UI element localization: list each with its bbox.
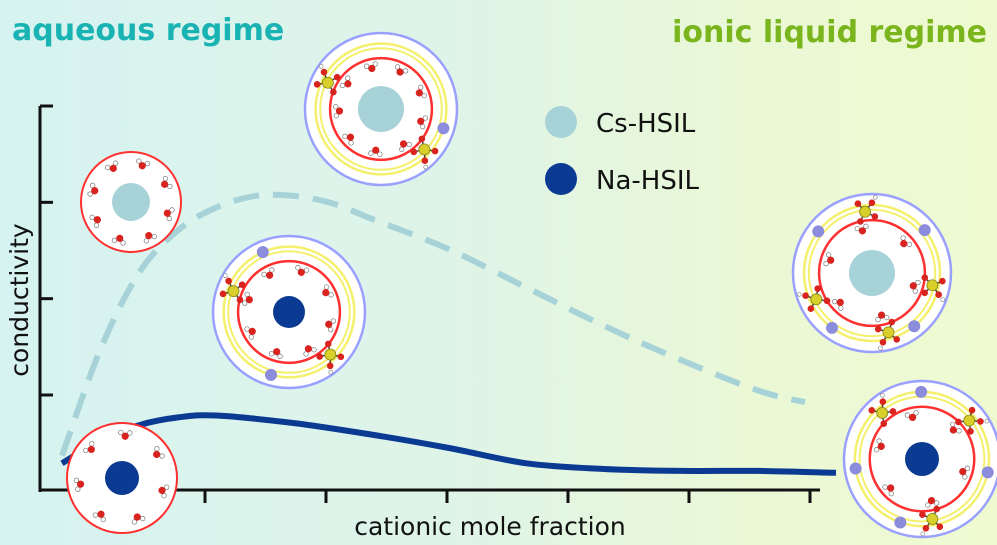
water-molecule-icon bbox=[399, 140, 412, 152]
y-axis-label: conductivity bbox=[5, 223, 34, 377]
water-molecule-icon bbox=[244, 326, 256, 340]
curves bbox=[59, 191, 837, 476]
anion-molecule-icon bbox=[316, 340, 345, 375]
counter-cation-icon bbox=[437, 122, 450, 135]
water-molecule-icon bbox=[89, 214, 101, 228]
water-molecule-icon bbox=[339, 75, 352, 89]
water-molecule-icon bbox=[322, 284, 334, 298]
water-molecule-icon bbox=[368, 146, 383, 157]
legend-label-cs-hsil: Cs-HSIL bbox=[596, 109, 696, 139]
water-molecule-icon bbox=[242, 291, 253, 306]
counter-cation-icon bbox=[981, 466, 994, 479]
anion-molecule-icon bbox=[874, 318, 901, 351]
water-molecule-icon bbox=[904, 410, 919, 421]
water-molecule-icon bbox=[831, 298, 844, 311]
counter-cation-icon bbox=[915, 385, 928, 398]
counter-cation-icon bbox=[812, 225, 825, 238]
cs-ion-icon bbox=[849, 250, 895, 296]
counter-cation-icon bbox=[894, 516, 907, 529]
anion-molecule-icon bbox=[868, 392, 897, 427]
water-molecule-icon bbox=[161, 176, 173, 190]
counter-cation-icon bbox=[908, 320, 921, 333]
counter-cation-icon bbox=[849, 462, 862, 475]
water-molecule-icon bbox=[111, 234, 126, 246]
water-molecule-icon bbox=[143, 232, 157, 244]
series-line-na-hsil bbox=[60, 412, 837, 476]
legend-swatch-na-hsil bbox=[545, 163, 577, 195]
counter-cation-icon bbox=[918, 224, 931, 237]
water-molecule-icon bbox=[882, 484, 895, 497]
anion-molecule-icon bbox=[797, 285, 831, 312]
water-molecule-icon bbox=[949, 421, 962, 434]
solvation-icons bbox=[66, 31, 997, 539]
water-molecule-icon bbox=[87, 182, 99, 197]
water-molecule-icon bbox=[73, 477, 85, 492]
water-molecule-icon bbox=[909, 279, 921, 294]
cs-ionic-liquid-cluster-icon bbox=[791, 192, 953, 354]
water-molecule-icon bbox=[325, 318, 337, 333]
water-molecule-icon bbox=[131, 513, 146, 525]
na-ion-icon bbox=[273, 296, 305, 328]
anion-molecule-icon bbox=[921, 274, 946, 302]
anion-molecule-icon bbox=[955, 406, 990, 435]
x-axis-label: cationic mole fraction bbox=[354, 512, 626, 541]
water-molecule-icon bbox=[136, 158, 151, 170]
water-molecule-icon bbox=[105, 160, 119, 172]
anion-molecule-icon bbox=[854, 194, 879, 225]
water-molecule-icon bbox=[394, 64, 409, 76]
cs-intermediate-cluster-icon bbox=[303, 31, 459, 187]
na-intermediate-cluster-icon bbox=[211, 234, 367, 390]
water-molecule-icon bbox=[417, 115, 429, 130]
legend-label-na-hsil: Na-HSIL bbox=[596, 166, 699, 196]
water-molecule-icon bbox=[415, 84, 428, 99]
water-molecule-icon bbox=[823, 252, 835, 267]
water-molecule-icon bbox=[875, 311, 890, 323]
water-molecule-icon bbox=[295, 265, 310, 276]
water-molecule-icon bbox=[303, 345, 317, 357]
water-molecule-icon bbox=[900, 235, 913, 248]
anion-molecule-icon bbox=[313, 64, 341, 96]
water-molecule-icon bbox=[153, 446, 165, 459]
anion-molecule-icon bbox=[219, 273, 246, 304]
counter-cation-icon bbox=[256, 246, 269, 259]
cs-ion-icon bbox=[112, 183, 150, 221]
water-molecule-icon bbox=[118, 429, 133, 440]
water-molecule-icon bbox=[854, 223, 869, 235]
aqueous-regime-label: aqueous regime bbox=[12, 13, 284, 48]
series-line-cs-hsil bbox=[59, 191, 806, 457]
water-molecule-icon bbox=[261, 267, 275, 279]
water-molecule-icon bbox=[959, 465, 971, 480]
water-molecule-icon bbox=[873, 438, 885, 453]
na-aqueous-cluster-icon bbox=[66, 422, 178, 534]
na-ionic-liquid-cluster-icon bbox=[842, 379, 997, 539]
na-ion-icon bbox=[105, 461, 139, 495]
water-molecule-icon bbox=[158, 484, 170, 499]
cs-ion-icon bbox=[358, 86, 404, 132]
water-molecule-icon bbox=[268, 348, 283, 359]
water-molecule-icon bbox=[342, 133, 355, 146]
anion-molecule-icon bbox=[919, 505, 944, 537]
water-molecule-icon bbox=[333, 104, 344, 119]
ionic-liquid-regime-label: ionic liquid regime bbox=[672, 15, 987, 50]
na-ion-icon bbox=[905, 442, 939, 476]
counter-cation-icon bbox=[264, 368, 277, 381]
water-molecule-icon bbox=[363, 61, 378, 73]
cs-aqueous-cluster-icon bbox=[80, 151, 182, 253]
water-molecule-icon bbox=[92, 510, 106, 523]
water-molecule-icon bbox=[163, 207, 175, 222]
water-molecule-icon bbox=[83, 441, 95, 454]
legend-swatch-cs-hsil bbox=[545, 106, 577, 138]
counter-cation-icon bbox=[826, 321, 839, 334]
legend: Cs-HSIL Na-HSIL bbox=[545, 106, 699, 196]
anion-molecule-icon bbox=[410, 135, 439, 170]
water-molecule-icon bbox=[925, 497, 940, 508]
